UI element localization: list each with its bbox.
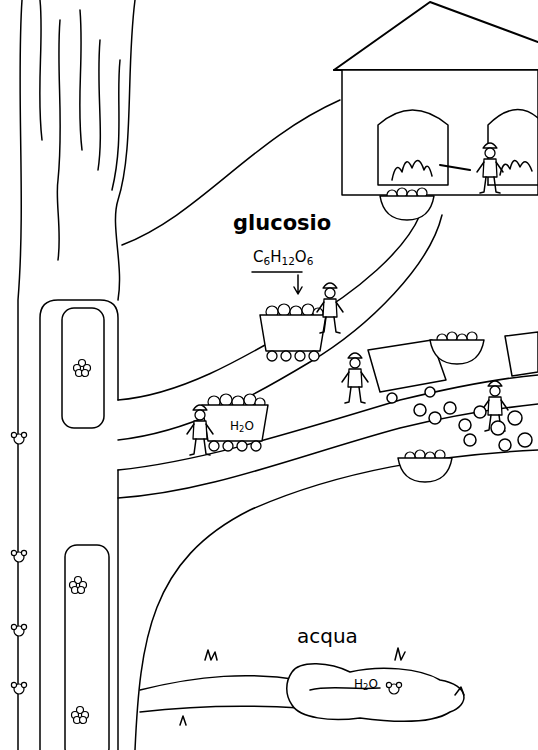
glucose-pile-part bbox=[474, 406, 486, 418]
stem-vessels bbox=[11, 300, 118, 750]
water-formula: H2O bbox=[354, 678, 378, 692]
carts-and-workers-part bbox=[425, 387, 435, 397]
transport-tracks bbox=[118, 215, 538, 498]
glucose-pile-part bbox=[444, 402, 456, 414]
cart-formula: H2O bbox=[230, 420, 254, 434]
stem-vessels-part bbox=[11, 432, 26, 444]
carts-and-workers-part bbox=[342, 353, 368, 403]
stem-vessels-part bbox=[11, 550, 26, 562]
leaf-outline-part bbox=[122, 100, 340, 245]
carts-and-workers-part bbox=[477, 143, 503, 193]
stem-vessels-part bbox=[11, 624, 26, 636]
root-and-water-part bbox=[386, 682, 401, 694]
stem-vessels-part bbox=[65, 545, 109, 750]
glucose-pile-part bbox=[414, 404, 426, 416]
transport-tracks-part bbox=[118, 215, 442, 440]
root-and-water-part bbox=[140, 706, 300, 712]
carts-and-workers-part bbox=[430, 332, 484, 364]
carts-and-workers bbox=[187, 143, 538, 482]
leader-arrow-part bbox=[294, 275, 302, 294]
carts-and-workers-part bbox=[260, 304, 326, 361]
stem-vessels-part bbox=[72, 707, 89, 724]
carts-and-workers-part bbox=[387, 393, 397, 403]
factory-building-part bbox=[378, 110, 448, 185]
glucose-pile-part bbox=[491, 421, 505, 435]
carts-and-workers-part bbox=[440, 165, 470, 170]
stem-vessels-part bbox=[62, 308, 104, 428]
glucose-pile-part bbox=[459, 419, 471, 431]
term-label: glucosio bbox=[233, 213, 331, 234]
glucose-pile-part bbox=[508, 411, 522, 425]
glucose-pile-part bbox=[429, 412, 441, 424]
glucose-pile-part bbox=[518, 433, 532, 447]
glucose-pile-part bbox=[464, 434, 476, 446]
factory-building-part bbox=[334, 2, 538, 70]
carts-and-workers-part bbox=[380, 188, 434, 220]
glucose-pile-part bbox=[499, 439, 511, 451]
tree-trunk-part bbox=[18, 0, 22, 750]
carts-and-workers-part bbox=[398, 450, 452, 482]
stem-vessels-part bbox=[117, 470, 119, 750]
factory-building bbox=[334, 2, 538, 195]
stem-vessels-part bbox=[11, 682, 26, 694]
root-and-water-part bbox=[287, 664, 464, 722]
factory-building-part bbox=[392, 160, 532, 180]
leader-arrow-part bbox=[252, 271, 302, 273]
factory-building-part bbox=[342, 70, 538, 195]
glucose-pile bbox=[414, 402, 532, 451]
term-label: acqua bbox=[297, 626, 358, 646]
transport-tracks-part bbox=[118, 404, 538, 498]
formula-label: C6H12O6 bbox=[253, 250, 313, 266]
carts-and-workers-part bbox=[317, 283, 343, 333]
tree-trunk-part bbox=[40, 0, 120, 260]
transport-tracks-part bbox=[118, 375, 538, 470]
stem-vessels-part bbox=[70, 577, 87, 594]
carts-and-workers-part bbox=[187, 405, 213, 455]
carts-and-workers-part bbox=[202, 394, 268, 451]
carts-and-workers-part bbox=[505, 332, 538, 376]
root-and-water-part bbox=[140, 676, 300, 690]
stem-vessels-part bbox=[74, 360, 91, 377]
leader-arrow bbox=[252, 272, 302, 294]
root-and-water bbox=[140, 648, 464, 725]
leaf-outline-part bbox=[135, 450, 538, 750]
root-and-water-part bbox=[180, 648, 464, 725]
